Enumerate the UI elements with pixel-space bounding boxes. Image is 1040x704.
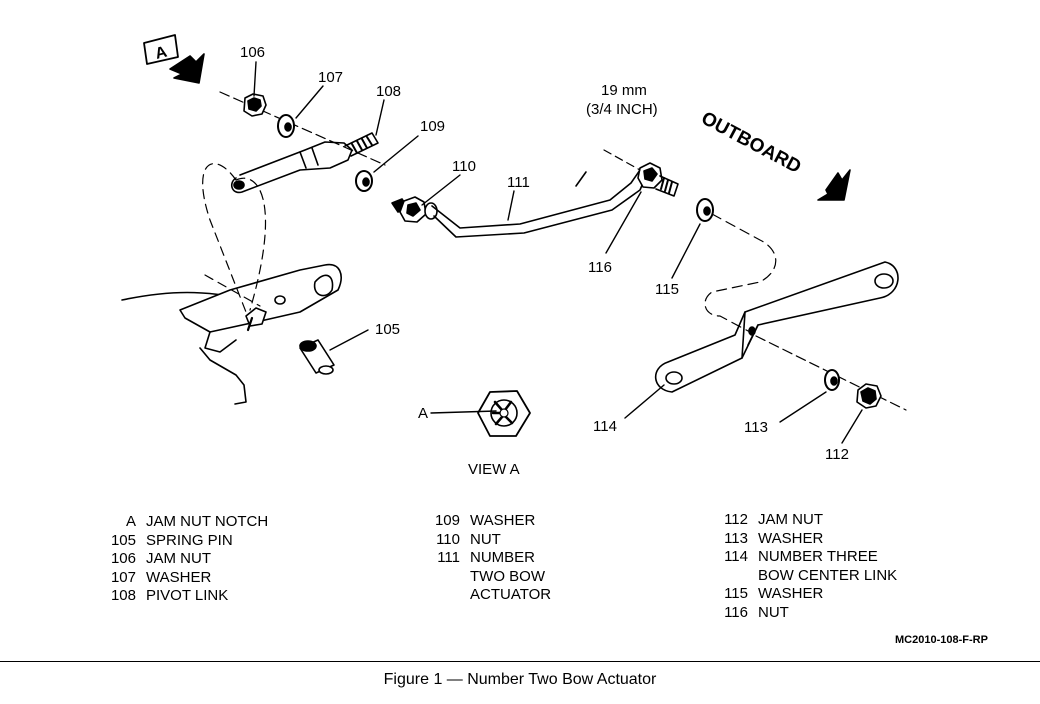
washer-109: [355, 170, 373, 192]
callout-leaders: [253, 61, 863, 444]
outboard-label: OUTBOARD: [698, 108, 805, 178]
callout-116: 116: [588, 259, 612, 276]
callout-114: 114: [593, 418, 617, 435]
legend-text: JAM NUT NOTCH: [146, 513, 269, 530]
alignment-leader: [704, 213, 777, 333]
view-a-arrow: [143, 34, 205, 84]
legend-text: WASHER: [758, 529, 824, 547]
bow-bracket: [121, 263, 342, 405]
legend-key: 106: [110, 550, 136, 568]
legend-text: WASHER: [470, 512, 536, 529]
callout-113: 113: [744, 419, 768, 436]
legend-text: JAM NUT: [146, 550, 211, 568]
legend-row: 113 WASHER: [706, 530, 897, 549]
dimension-19mm: [575, 149, 641, 187]
callout-111: 111: [507, 174, 530, 191]
legend-text: NUT: [470, 530, 501, 548]
legend-row: 105 SPRING PIN: [94, 532, 268, 551]
washer-107: [277, 114, 295, 138]
legend-text: NUMBER THREE: [758, 548, 878, 566]
legend-key: [706, 567, 758, 586]
legend-text: NUT: [758, 603, 789, 621]
outboard-arrow-icon: [817, 169, 851, 201]
callout-106: 106: [240, 44, 265, 61]
view-a-callout: A: [418, 405, 428, 422]
callout-107: 107: [318, 69, 343, 86]
spring-pin-105: [299, 339, 335, 375]
legend-key: 113: [724, 529, 748, 547]
legend-row: A JAM NUT NOTCH: [94, 513, 268, 532]
legend-key: 115: [724, 585, 748, 603]
legend-row: 111 NUMBER: [418, 549, 551, 568]
jam-nut-106: [243, 93, 267, 117]
callout-view-a: A: [153, 44, 169, 63]
pivot-link-108: [230, 132, 379, 194]
legend-row: 109 WASHER: [418, 512, 551, 531]
pivot-dashed-sweep: [202, 163, 267, 313]
legend-text: BOW CENTER LINK: [758, 566, 898, 584]
legend-column-1: A JAM NUT NOTCH 105 SPRING PIN 106 JAM NUT …: [94, 513, 268, 606]
legend-row: 106 JAM NUT: [94, 550, 268, 569]
dimension-inch: (3/4 INCH): [586, 101, 658, 118]
legend-row: 114 NUMBER THREE: [706, 548, 897, 567]
dimension-metric: 19 mm: [601, 82, 647, 99]
legend-key: 107: [110, 568, 136, 586]
legend-text: ACTUATOR: [470, 586, 552, 604]
legend-row: 107 WASHER: [94, 569, 268, 588]
callout-105: 105: [375, 321, 400, 338]
legend-key: 112: [724, 511, 748, 528]
legend-key: 110: [436, 530, 460, 548]
legend-key: 114: [724, 548, 748, 566]
legend-text: JAM NUT: [758, 511, 823, 528]
actuator-rod-111: [431, 169, 647, 238]
legend-row: 110 NUT: [418, 531, 551, 550]
jam-nut-112: [856, 383, 882, 409]
legend-row: 115 WASHER: [706, 585, 897, 604]
legend-text: TWO BOW: [470, 567, 545, 585]
center-link-114: [654, 261, 899, 393]
washer-113: [824, 369, 840, 391]
legend-row: BOW CENTER LINK: [706, 567, 897, 586]
callout-112: 112: [825, 446, 849, 463]
legend-key: 105: [110, 531, 136, 549]
view-a-title: VIEW A: [468, 461, 520, 478]
legend-text: NUMBER: [470, 549, 536, 567]
nut-110: [391, 196, 438, 223]
figure-caption: Figure 1 — Number Two Bow Actuator: [383, 671, 657, 688]
nut-116: [637, 162, 679, 197]
legend-text: WASHER: [146, 568, 212, 586]
legend-column-2: 109 WASHER 110 NUT 111 NUMBER TWO BOW ACTUA…: [418, 512, 551, 605]
legend-key: [418, 586, 470, 605]
drawing-code: MC2010-108-F-RP: [895, 634, 988, 646]
legend-row: TWO BOW: [418, 568, 551, 587]
view-a-hex-nut: [430, 390, 531, 437]
legend-key: [418, 568, 470, 587]
legend-key: 109: [434, 512, 460, 529]
callout-109: 109: [420, 118, 445, 135]
legend-row: 112 JAM NUT: [706, 511, 897, 530]
legend-text: PIVOT LINK: [146, 587, 229, 605]
legend-key: 108: [110, 587, 136, 605]
callout-110: 110: [452, 158, 476, 175]
legend-text: SPRING PIN: [146, 531, 233, 549]
legend-key: 116: [724, 603, 748, 621]
legend-key: 111: [437, 549, 460, 567]
caption-divider: [0, 661, 1040, 662]
callout-115: 115: [655, 281, 679, 298]
legend-row: 108 PIVOT LINK: [94, 587, 268, 606]
callout-108: 108: [376, 83, 401, 100]
legend-row: 116 NUT: [706, 604, 897, 623]
legend-key: A: [125, 513, 136, 530]
legend-text: WASHER: [758, 585, 824, 603]
legend-row: ACTUATOR: [418, 586, 551, 605]
washer-115: [696, 198, 714, 222]
